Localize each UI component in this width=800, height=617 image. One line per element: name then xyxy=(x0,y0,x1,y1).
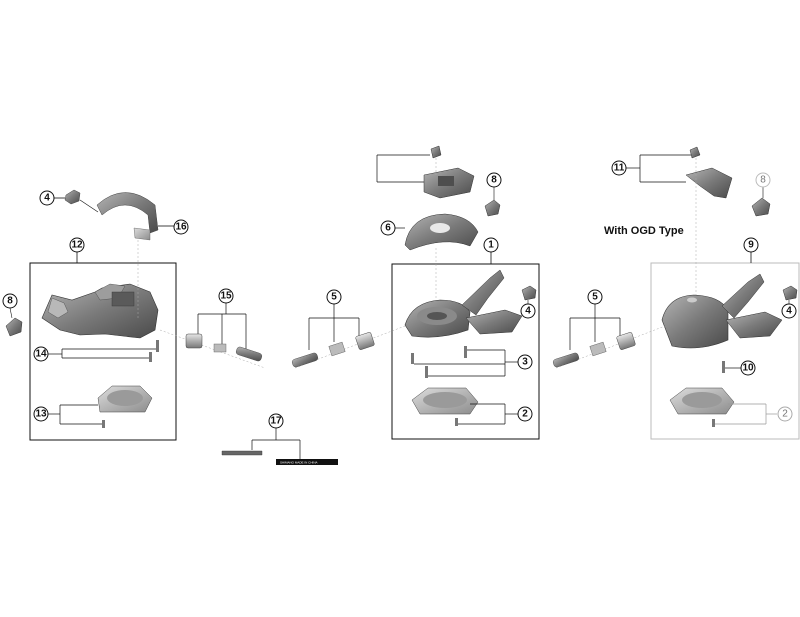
svg-text:5: 5 xyxy=(331,292,337,303)
part-8-right xyxy=(751,187,771,217)
svg-text:3: 3 xyxy=(522,357,528,368)
callout-8-left: 8 xyxy=(2,293,18,309)
callout-12: 12 xyxy=(69,237,85,263)
callout-8-right: 8 xyxy=(755,172,771,188)
part-16-cover xyxy=(96,192,174,241)
svg-text:6: 6 xyxy=(385,223,391,234)
part-13-base xyxy=(48,385,153,428)
callout-16: 16 xyxy=(173,219,189,235)
part-12-shifter-body xyxy=(41,240,159,339)
svg-text:17: 17 xyxy=(270,416,282,427)
callout-1: 1 xyxy=(483,237,499,264)
callout-17: 17 xyxy=(268,413,284,429)
callout-2-middle: 2 xyxy=(517,406,533,422)
part-15-adjuster xyxy=(159,303,266,369)
callout-4-middle: 4 xyxy=(520,303,536,319)
left-assembly-frame xyxy=(29,262,177,441)
tool-label-text: SHIMANO MADE IN CHINA xyxy=(280,461,318,465)
part-2-base-right xyxy=(669,387,777,427)
ogd-heading: With OGD Type xyxy=(604,225,684,237)
part-1-shifter-unit xyxy=(404,248,523,338)
part-11-clamp-bracket xyxy=(626,146,733,295)
svg-text:4: 4 xyxy=(44,193,50,204)
svg-text:14: 14 xyxy=(35,349,47,360)
svg-text:15: 15 xyxy=(220,291,232,302)
callout-11: 11 xyxy=(611,160,627,176)
callout-6: 6 xyxy=(380,220,396,236)
svg-text:16: 16 xyxy=(175,222,187,233)
callout-2-right: 2 xyxy=(777,406,793,422)
part-clamp-bracket-middle xyxy=(376,145,475,199)
callout-13: 13 xyxy=(33,406,49,422)
part-10-screw xyxy=(722,361,741,373)
svg-text:8: 8 xyxy=(491,175,497,186)
callout-10: 10 xyxy=(740,360,756,376)
callout-4-right: 4 xyxy=(781,303,797,319)
svg-text:8: 8 xyxy=(760,175,766,186)
part-4-cap-middle xyxy=(521,285,537,305)
callout-8-middle: 8 xyxy=(486,172,502,188)
callout-9: 9 xyxy=(743,237,759,263)
callout-15: 15 xyxy=(218,288,234,304)
part-5-adjuster-middle xyxy=(291,304,406,369)
svg-text:9: 9 xyxy=(748,240,754,251)
part-8-middle xyxy=(484,187,501,217)
callout-5-right: 5 xyxy=(587,289,603,305)
part-9-shifter-unit-ogd xyxy=(661,273,783,349)
part-4-cap-left xyxy=(54,189,99,213)
svg-text:8: 8 xyxy=(7,296,13,307)
callout-5-middle: 5 xyxy=(326,289,342,305)
callout-14: 14 xyxy=(33,346,49,362)
part-5-adjuster-right xyxy=(552,304,666,369)
svg-text:4: 4 xyxy=(525,306,531,317)
svg-text:2: 2 xyxy=(782,409,788,420)
part-6-cover xyxy=(395,213,479,251)
part-8-left xyxy=(5,307,23,337)
svg-text:4: 4 xyxy=(786,306,792,317)
callout-3: 3 xyxy=(517,354,533,370)
callout-4-left: 4 xyxy=(39,190,55,206)
part-17-tool: SHIMANO MADE IN CHINA xyxy=(221,428,338,465)
svg-text:11: 11 xyxy=(614,163,625,174)
svg-text:12: 12 xyxy=(71,240,83,251)
svg-text:10: 10 xyxy=(742,363,754,374)
svg-text:13: 13 xyxy=(35,409,47,420)
svg-text:1: 1 xyxy=(488,240,494,251)
part-14-screws xyxy=(48,340,159,362)
svg-text:2: 2 xyxy=(522,409,528,420)
middle-assembly-frame xyxy=(391,263,540,440)
part-2-base-middle xyxy=(411,387,518,426)
svg-text:5: 5 xyxy=(592,292,598,303)
part-4-cap-right xyxy=(782,285,798,304)
right-assembly-frame xyxy=(650,262,800,440)
part-3-screws xyxy=(411,346,518,378)
